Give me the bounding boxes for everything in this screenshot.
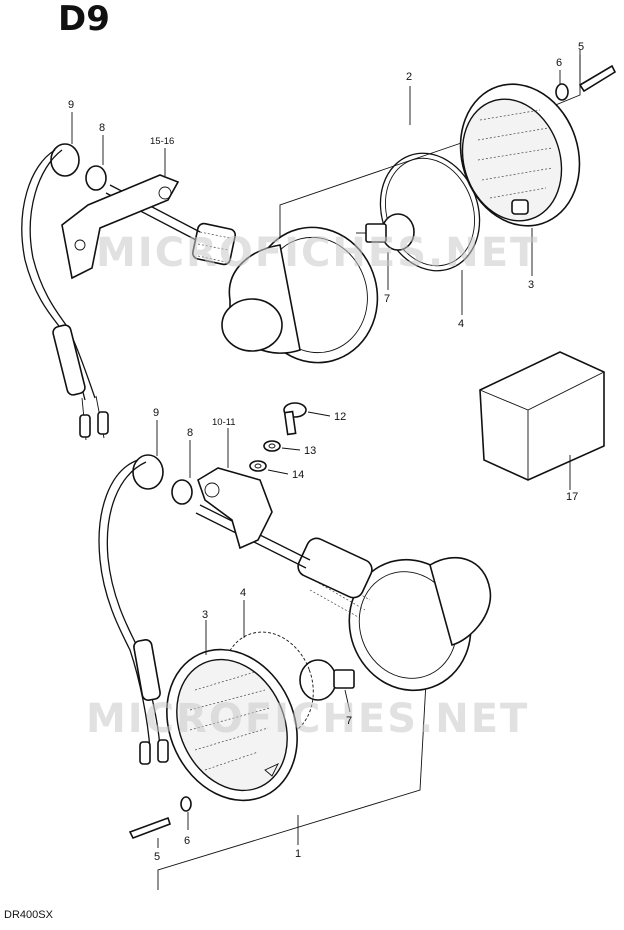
washer-14 <box>249 460 267 472</box>
label-8-top: 8 <box>99 122 105 134</box>
label-5-top: 5 <box>578 41 584 53</box>
screw-washer-lower <box>180 796 192 812</box>
screw-washer-upper <box>555 83 569 101</box>
label-7-top: 7 <box>384 293 390 305</box>
lens-upper <box>459 83 581 227</box>
label-6-top: 6 <box>556 57 562 69</box>
label-6-bottom: 6 <box>184 835 190 847</box>
watermark-lower: MICROFICHES.NET <box>86 696 529 742</box>
label-14: 14 <box>292 469 304 481</box>
nut-upper <box>50 143 80 177</box>
screw-upper <box>578 64 617 93</box>
watermark-upper: MICROFICHES.NET <box>96 230 539 276</box>
label-3-top: 3 <box>528 279 534 291</box>
housing-upper <box>191 222 379 364</box>
housing-lower <box>297 537 492 692</box>
leader-14 <box>267 469 289 475</box>
nut-lower <box>132 454 164 490</box>
label-15-16: 15-16 <box>150 136 174 147</box>
figure-number: D9 <box>58 0 110 39</box>
bulb-upper <box>356 213 415 251</box>
label-9-top: 9 <box>68 99 74 111</box>
leader-13 <box>281 447 301 451</box>
bracket-upper <box>61 174 180 280</box>
part-labels: 2 5 6 3 4 7 9 8 15-16 17 9 8 10-11 12 13… <box>68 41 584 863</box>
leader-12 <box>307 411 331 417</box>
screw-lower <box>128 816 172 840</box>
bolt-12 <box>283 402 307 436</box>
label-4-top: 4 <box>458 318 464 330</box>
label-12: 12 <box>334 411 346 423</box>
label-3-bottom: 3 <box>202 609 208 621</box>
washer-lower <box>171 479 193 505</box>
label-17: 17 <box>566 491 578 503</box>
bulb-lower <box>299 659 355 701</box>
label-8-bottom: 8 <box>187 427 193 439</box>
bracket-lower <box>197 467 273 550</box>
flasher-relay <box>479 351 605 490</box>
label-7-bottom: 7 <box>346 715 352 727</box>
label-5-bottom: 5 <box>154 851 160 863</box>
label-1: 1 <box>295 848 301 860</box>
upper-turn-signal-assembly <box>21 50 617 441</box>
leader-7-bottom <box>344 689 351 713</box>
label-13: 13 <box>304 445 316 457</box>
lower-turn-signal-assembly <box>98 402 492 890</box>
wire-lower <box>98 459 151 751</box>
callout-frame-1 <box>157 609 431 890</box>
washer-upper <box>85 165 107 191</box>
model-code: DR400SX <box>4 909 54 921</box>
label-9-bottom: 9 <box>153 407 159 419</box>
label-2: 2 <box>406 71 412 83</box>
lens-lower <box>166 648 298 802</box>
label-10-11: 10-11 <box>212 417 236 428</box>
nut-13 <box>263 440 281 452</box>
label-4-bottom: 4 <box>240 587 246 599</box>
